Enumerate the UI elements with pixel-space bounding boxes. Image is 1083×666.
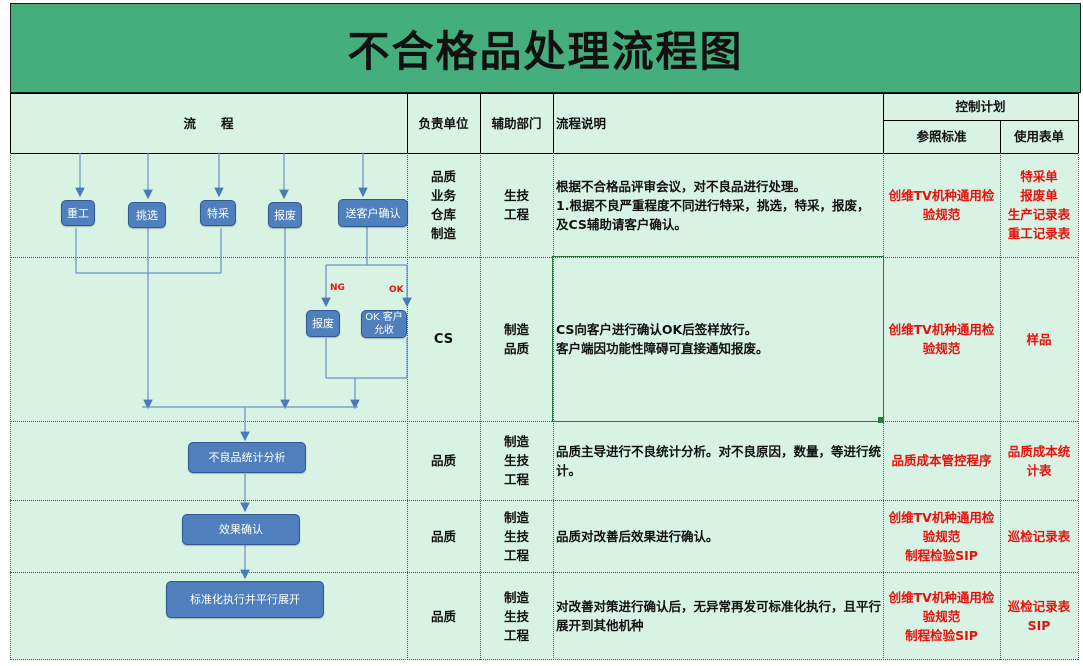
row3-assist: 制造 生技 工程 bbox=[480, 421, 553, 500]
node-standardize[interactable]: 标准化执行并平行展开 bbox=[166, 581, 324, 618]
row1-forms: 特采单 报废单 生产记录表 重工记录表 bbox=[1000, 153, 1078, 257]
grid-line bbox=[10, 659, 1078, 660]
grid-line bbox=[10, 153, 1078, 154]
grid-line bbox=[10, 93, 11, 153]
grid-line bbox=[10, 421, 1078, 422]
row3-forms: 品质成本统计表 bbox=[1000, 421, 1078, 500]
grid-line bbox=[10, 572, 1078, 573]
row5-assist: 制造 生技 工程 bbox=[480, 572, 553, 660]
grid-line bbox=[1000, 153, 1001, 660]
node-defect-analysis[interactable]: 不良品统计分析 bbox=[188, 442, 306, 473]
row1-owner: 品质 业务 仓库 制造 bbox=[407, 153, 480, 257]
page-title: 不合格品处理流程图 bbox=[347, 26, 744, 76]
grid-line bbox=[553, 153, 554, 660]
row4-assist: 制造 生技 工程 bbox=[480, 500, 553, 572]
row3-standard: 品质成本管控程序 bbox=[883, 421, 1000, 500]
row2-forms: 样品 bbox=[1000, 257, 1078, 421]
row4-standard: 创维TV机种通用检验规范 制程检验SIP bbox=[883, 500, 1000, 572]
row1-assist: 生技 工程 bbox=[480, 153, 553, 257]
header-desc: 流程说明 bbox=[553, 93, 883, 153]
grid-line bbox=[883, 93, 884, 153]
node-effect-confirm[interactable]: 效果确认 bbox=[182, 514, 300, 545]
fill-handle[interactable] bbox=[878, 417, 884, 423]
node-scrap-2[interactable]: 报废 bbox=[306, 310, 340, 337]
label-ok: OK bbox=[389, 285, 404, 295]
grid-line bbox=[480, 93, 481, 153]
header-owner: 负责单位 bbox=[407, 93, 480, 153]
grid-line bbox=[1000, 120, 1001, 153]
grid-line bbox=[1078, 93, 1079, 153]
row5-forms: 巡检记录表 SIP bbox=[1000, 572, 1078, 660]
grid-line bbox=[10, 500, 1078, 501]
selected-cell-border bbox=[552, 256, 884, 422]
row4-owner: 品质 bbox=[407, 500, 480, 572]
header-forms: 使用表单 bbox=[1000, 120, 1078, 153]
grid-line bbox=[480, 153, 481, 660]
grid-line bbox=[10, 257, 1078, 258]
row3-owner: 品质 bbox=[407, 421, 480, 500]
row5-standard: 创维TV机种通用检验规范 制程检验SIP bbox=[883, 572, 1000, 660]
header-flow: 流 程 bbox=[10, 93, 407, 153]
grid-line bbox=[1078, 153, 1079, 660]
row1-desc: 根据不合格品评审会议，对不良品进行处理。 1.根据不良严重程度不同进行特采，挑选… bbox=[553, 153, 883, 257]
row1-standard: 创维TV机种通用检验规范 bbox=[883, 153, 1000, 257]
row3-desc: 品质主导进行不良统计分析。对不良原因，数量，等进行统计。 bbox=[553, 421, 883, 500]
row4-forms: 巡检记录表 bbox=[1000, 500, 1078, 572]
header-assist: 辅助部门 bbox=[480, 93, 553, 153]
title-bar: 不合格品处理流程图 bbox=[10, 3, 1081, 93]
grid-line bbox=[553, 93, 554, 153]
row2-assist: 制造 品质 bbox=[480, 257, 553, 421]
grid-line bbox=[10, 93, 1078, 94]
node-ok-customer-accept[interactable]: OK 客户 允收 bbox=[361, 310, 407, 338]
grid-line bbox=[407, 153, 408, 660]
node-sort[interactable]: 挑选 bbox=[128, 202, 166, 228]
node-scrap[interactable]: 报废 bbox=[268, 202, 302, 228]
node-customer-confirm[interactable]: 送客户确认 bbox=[338, 199, 408, 227]
node-rework[interactable]: 重工 bbox=[61, 200, 95, 226]
row2-owner: CS bbox=[407, 257, 480, 421]
grid-line bbox=[10, 153, 11, 660]
grid-line bbox=[883, 120, 1078, 121]
row4-desc: 品质对改善后效果进行确认。 bbox=[553, 500, 883, 572]
row5-owner: 品质 bbox=[407, 572, 480, 660]
node-concession[interactable]: 特采 bbox=[200, 200, 236, 226]
label-ng: NG bbox=[330, 283, 345, 293]
header-standard: 参照标准 bbox=[883, 120, 1000, 153]
row5-desc: 对改善对策进行确认后，无异常再发可标准化执行，且平行展开到其他机种 bbox=[553, 572, 883, 660]
header-control: 控制计划 bbox=[883, 93, 1078, 120]
row2-desc[interactable]: CS向客户进行确认OK后签样放行。 客户端因功能性障碍可直接通知报废。 bbox=[553, 257, 883, 421]
grid-line bbox=[407, 93, 408, 153]
row2-standard: 创维TV机种通用检验规范 bbox=[883, 257, 1000, 421]
